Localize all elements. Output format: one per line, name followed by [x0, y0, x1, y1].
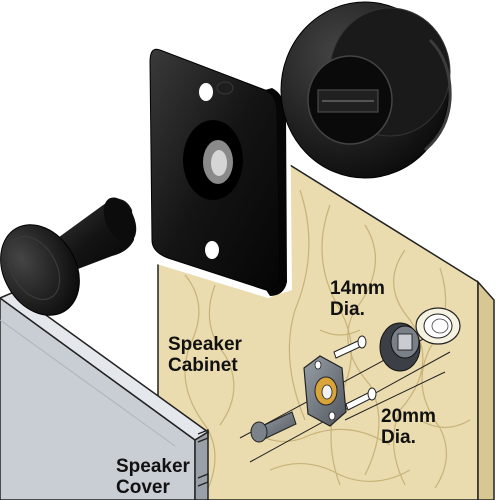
- label-20mm-dia: 20mm Dia.: [381, 406, 436, 448]
- label-14mm-dia-line1: 14mm: [330, 278, 385, 299]
- speaker-cover-panel: [0, 291, 210, 500]
- label-14mm-dia-line2: Dia.: [330, 299, 365, 320]
- wood-grain: [184, 189, 471, 496]
- label-speaker-cabinet-line2: Cabinet: [168, 355, 238, 376]
- pin-part-large: [0, 197, 137, 316]
- cabinet-mounting-hole: [415, 307, 461, 345]
- label-speaker-cabinet: Speaker Cabinet: [168, 334, 242, 376]
- flat-bracket-part-large: [149, 48, 287, 296]
- label-speaker-cover-line1: Speaker: [116, 456, 190, 477]
- cabinet-side-edge: [477, 280, 495, 500]
- label-20mm-dia-line2: Dia.: [381, 427, 416, 448]
- label-14mm-dia: 14mm Dia.: [330, 278, 385, 320]
- label-speaker-cabinet-line1: Speaker: [168, 334, 242, 355]
- round-socket-part-large: [280, 1, 452, 179]
- cover-clip-marks: [197, 429, 209, 487]
- label-speaker-cover: Speaker Cover: [116, 456, 190, 498]
- cover-edge-side: [194, 430, 209, 500]
- pin-part-small: [250, 411, 297, 443]
- label-speaker-cover-line2: Cover: [116, 477, 170, 498]
- round-socket-part-small: [379, 322, 421, 372]
- speaker-cabinet-panel: [157, 160, 495, 500]
- screw-lower: [345, 387, 377, 411]
- label-20mm-dia-line1: 20mm: [381, 406, 436, 427]
- screw-upper: [333, 335, 367, 359]
- flat-bracket-part-small: [303, 355, 347, 427]
